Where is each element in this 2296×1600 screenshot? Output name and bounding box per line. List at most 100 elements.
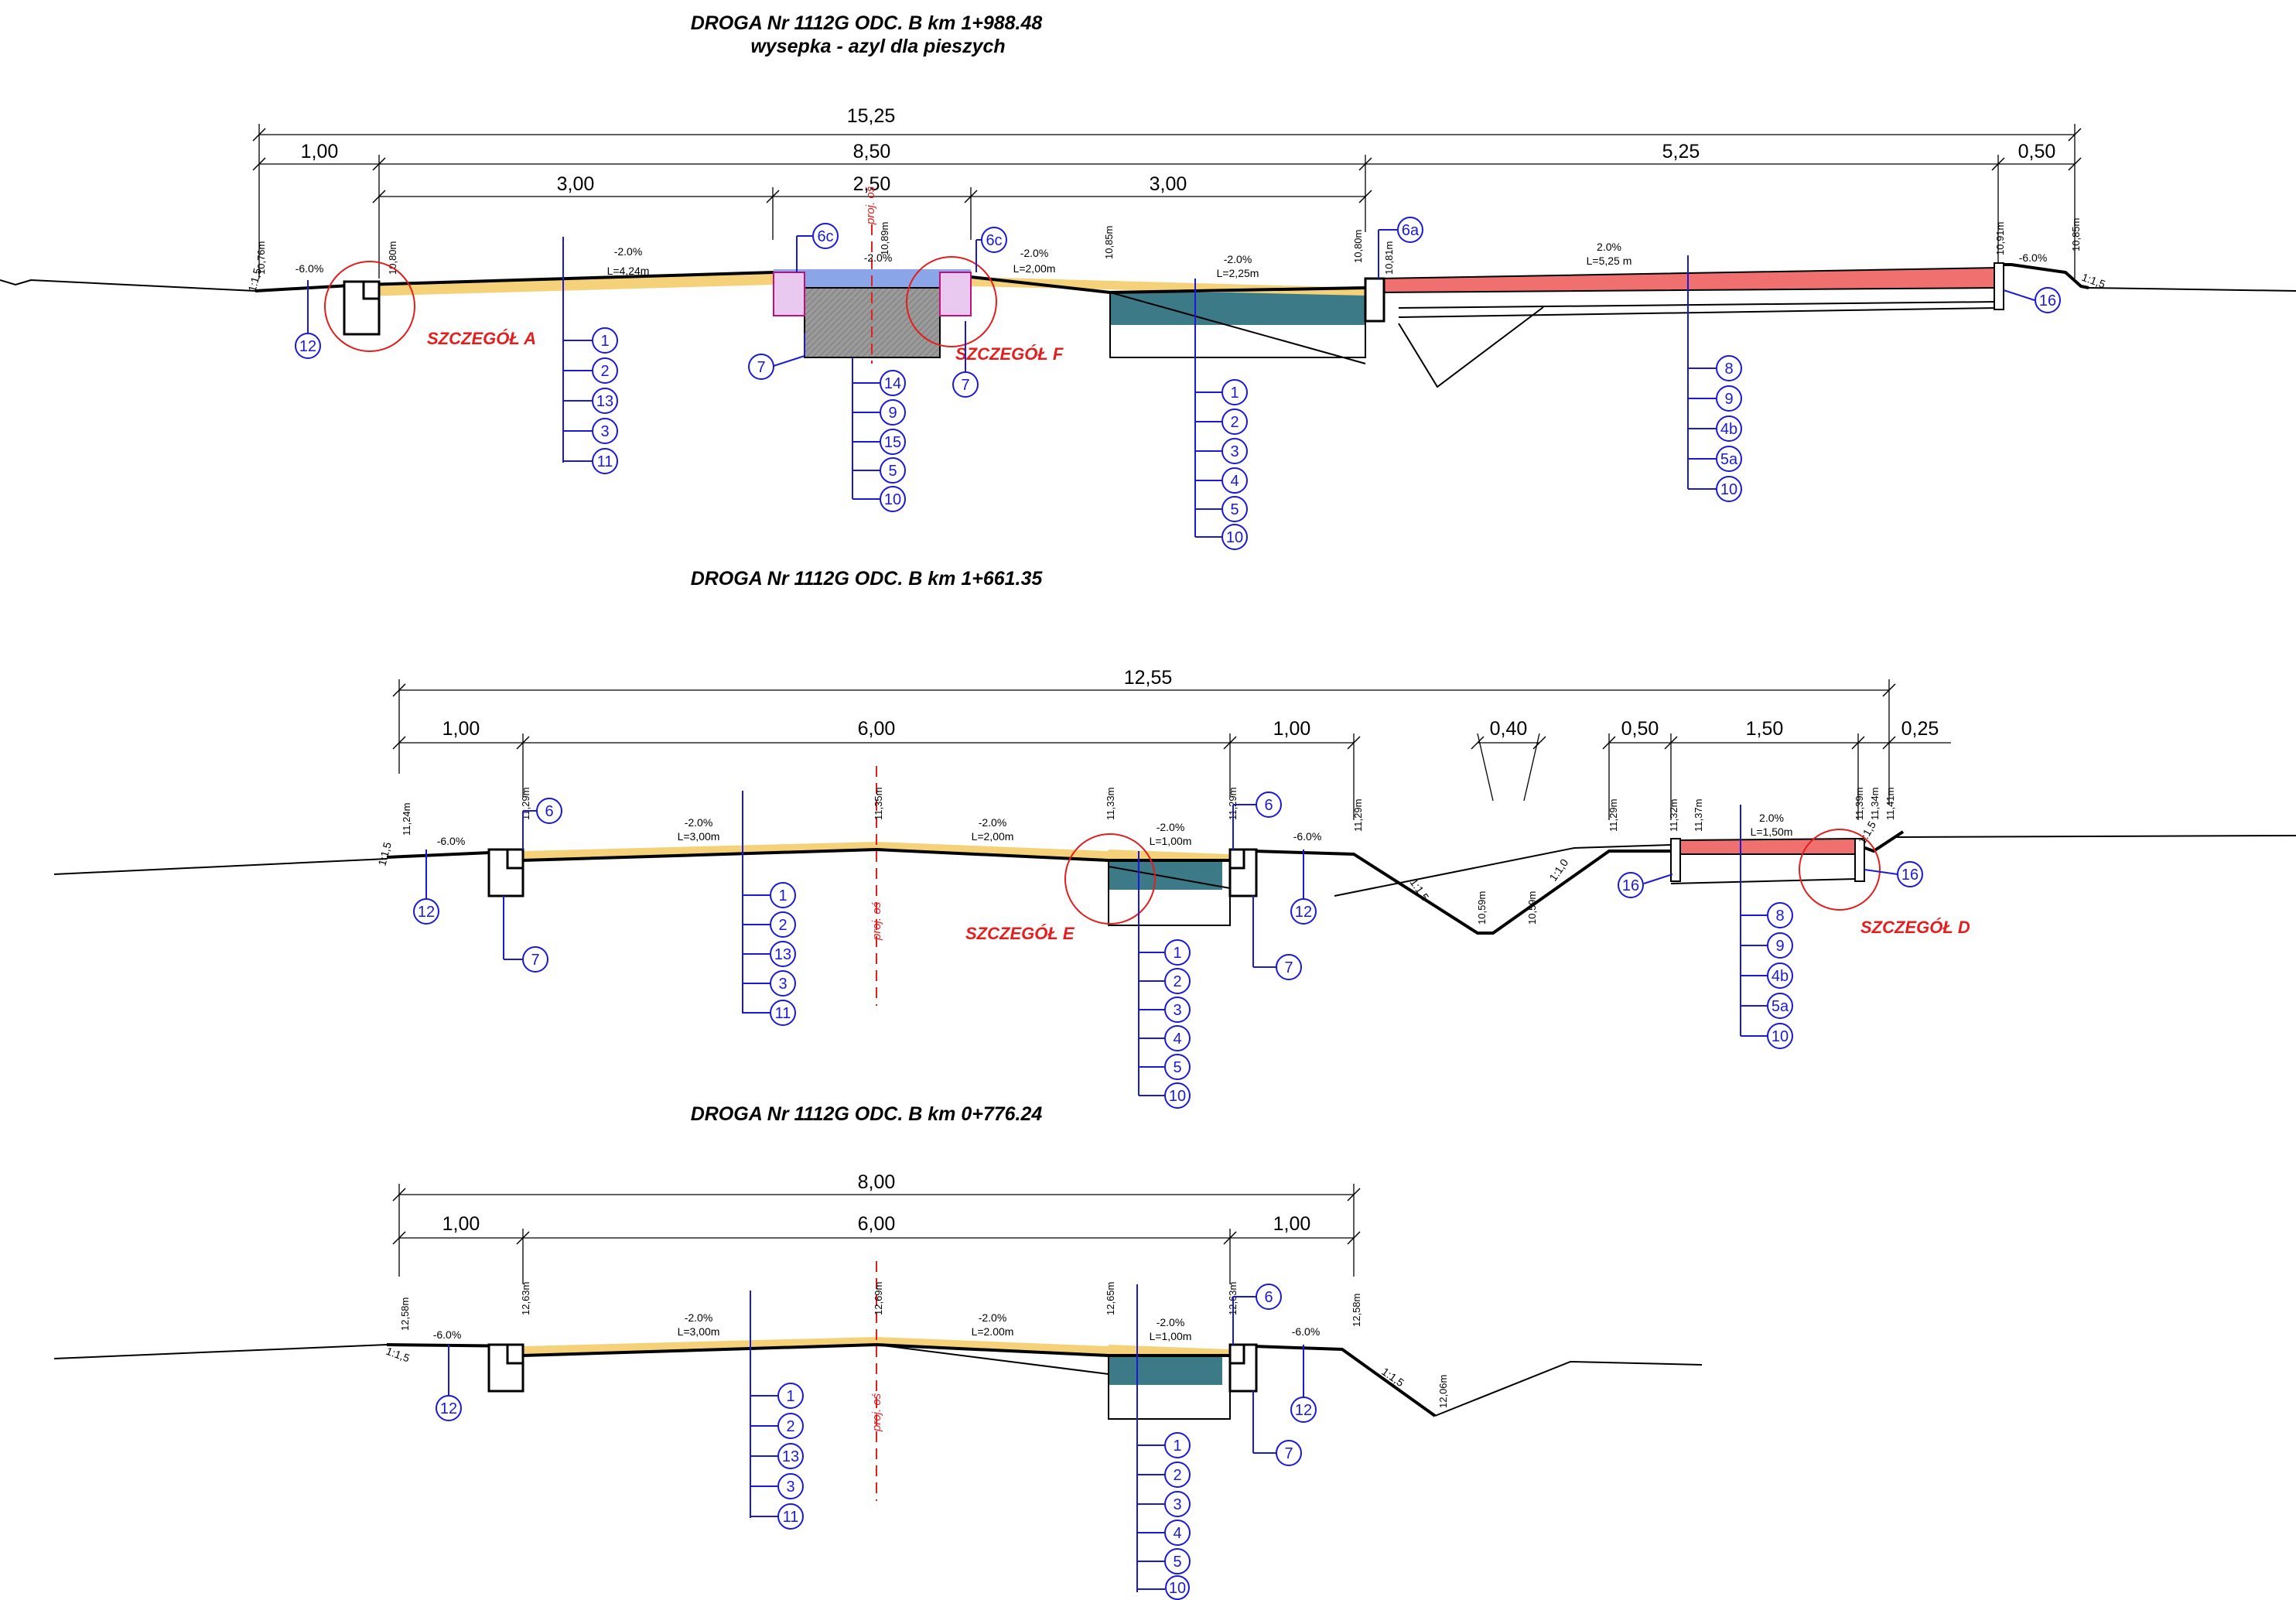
detail-marker-circle <box>324 261 415 352</box>
section-3-title: DROGA Nr 1112G ODC. B km 0+776.24 <box>691 1103 1043 1125</box>
callout-number: 3 <box>1173 1496 1181 1513</box>
dim-overall: 15,25 <box>847 105 896 127</box>
callout-number: 6 <box>1264 1289 1273 1306</box>
slope-label: -2.0% <box>1157 821 1185 833</box>
section-1-callouts: 12 7 7 6c 6c 6a 16 1 2 13 3 11 14 9 15 5 <box>295 217 2061 550</box>
slope-length-label: L=1,00m <box>1150 835 1192 847</box>
elevation-label: 11,34m <box>1869 788 1881 820</box>
elevation-label: 11,39m <box>1854 788 1865 820</box>
callout-number: 3 <box>786 1479 794 1496</box>
callout-number: 11 <box>783 1509 799 1526</box>
section-1-dimensions: 15,25 1,00 8,50 5,25 0,50 3,00 2,50 3,00 <box>252 105 2082 279</box>
section-3-callouts: 12 6 7 12 1 2 13 3 11 1 2 3 4 5 10 <box>436 1284 1317 1600</box>
slope-label: -2.0% <box>979 1311 1007 1324</box>
callout-number: 7 <box>1284 959 1293 976</box>
callout-number: 2 <box>1173 1467 1181 1484</box>
slope-length-label: L=2,00m <box>1013 262 1056 275</box>
callout-number: 3 <box>1230 443 1239 460</box>
detail-marker-circle <box>1064 833 1156 925</box>
dim-overall: 12,55 <box>1124 667 1173 689</box>
elevation-label: 10,81m <box>1383 241 1395 275</box>
callout-number: 12 <box>299 338 316 355</box>
elevation-label: 12,58m <box>399 1297 411 1331</box>
section-3-dimensions: 8,00 1,00 6,00 1,00 <box>392 1171 1361 1284</box>
elevation-label: 10,89m <box>879 222 890 255</box>
slope-length-label: L=4,24m <box>607 265 650 277</box>
slope-label: -6.0% <box>437 835 466 847</box>
elevation-label: 10,85m <box>2070 218 2082 251</box>
callout-number: 7 <box>961 377 969 394</box>
callout-number: 2 <box>1173 973 1181 990</box>
elevation-label: 12,63m <box>520 1282 531 1315</box>
elevation-label: 11,33m <box>1105 788 1116 820</box>
dim-text: 1,00 <box>442 1213 480 1235</box>
slope-label: -2.0% <box>685 816 713 829</box>
slope-length-label: L=3,00m <box>678 830 720 843</box>
callout-number: 10 <box>1772 1028 1789 1045</box>
callout-number: 1 <box>1173 1438 1181 1455</box>
callout-number: 2 <box>600 363 609 380</box>
callout-number: 7 <box>531 952 539 969</box>
elevation-label: 12,58m <box>1351 1294 1362 1327</box>
elevation-label: 11,29m <box>1352 799 1364 832</box>
section-1: DROGA Nr 1112G ODC. B km 1+988.48 wysepk… <box>0 12 2296 550</box>
elevation-label: 11,29m <box>520 788 531 820</box>
callout-number: 9 <box>1775 938 1784 955</box>
slope-length-label: L=2,25m <box>1217 267 1259 279</box>
callout-number: 12 <box>418 904 435 921</box>
embankment-label: 1:1,5 <box>1856 819 1879 846</box>
dim-text: 1,00 <box>1273 718 1311 740</box>
detail-d-label: SZCZEGÓŁ D <box>1860 918 1970 937</box>
elevation-label: 11,37m <box>1693 799 1704 832</box>
elevation-label: 11,35m <box>873 788 884 820</box>
callout-number: 6 <box>545 803 553 820</box>
callout-number: 4 <box>1230 473 1239 490</box>
callout-number: 10 <box>1169 1580 1186 1597</box>
slope-label: -2.0% <box>685 1311 713 1324</box>
callout-number: 3 <box>1173 1002 1181 1019</box>
callout-number: 11 <box>597 453 613 470</box>
dim-text: 0,50 <box>2018 141 2056 162</box>
callout-number: 16 <box>1622 877 1639 894</box>
axis-label: proj. oś <box>870 1393 883 1432</box>
elevation-label: 10,80m <box>1352 230 1364 263</box>
dim-text: 1,00 <box>301 141 339 162</box>
embankment-label: 1:1,5 <box>245 266 264 292</box>
callout-number: 12 <box>1295 904 1312 921</box>
callout-number: 5 <box>1230 501 1239 518</box>
elevation-label: 11,32m <box>1668 799 1679 832</box>
callout-number: 13 <box>774 946 791 963</box>
slope-label: -2.0% <box>1020 247 1049 259</box>
slope-length-label: L=2.00m <box>972 1325 1014 1338</box>
slope-label: -2.0% <box>979 816 1007 829</box>
slope-length-label: L=5,25 m <box>1587 255 1632 267</box>
dim-text: 5,25 <box>1662 141 1700 162</box>
slope-length-label: L=1,00m <box>1150 1330 1192 1342</box>
callout-number: 6c <box>817 228 833 245</box>
callout-number: 12 <box>440 1400 457 1417</box>
elevation-label: 11,24m <box>401 803 412 836</box>
callout-number: 11 <box>775 1005 791 1022</box>
elevation-label: 11,29m <box>1608 799 1619 832</box>
embankment-label: 1:1,5 <box>384 1345 412 1365</box>
callout-number: 4 <box>1173 1031 1181 1048</box>
axis-label: proj. oś <box>864 186 877 225</box>
callout-number: 8 <box>1724 361 1733 378</box>
callout-number: 13 <box>596 393 613 410</box>
callout-number: 9 <box>888 405 897 422</box>
section-2-title: DROGA Nr 1112G ODC. B km 1+661.35 <box>691 568 1044 590</box>
callout-number: 3 <box>600 423 609 440</box>
elevation-label: 10,59m <box>1526 891 1538 925</box>
elevation-label: 10,59m <box>1476 891 1488 925</box>
dim-text: 1,00 <box>1273 1213 1311 1235</box>
section-2-dimensions: 12,55 1,00 6,00 1,00 0,40 0,50 1,50 0,25 <box>392 667 1951 820</box>
section-1-title: DROGA Nr 1112G ODC. B km 1+988.48 <box>691 12 1043 34</box>
section-1-profile <box>0 224 2296 388</box>
slope-label: -2.0% <box>1224 253 1252 265</box>
dim-text: 6,00 <box>858 718 896 740</box>
elevation-label: 12,65m <box>1105 1282 1116 1315</box>
callout-number: 3 <box>778 976 787 993</box>
callout-number: 5 <box>1173 1059 1181 1076</box>
section-1-subtitle: wysepka - azyl dla pieszych <box>750 36 1005 57</box>
